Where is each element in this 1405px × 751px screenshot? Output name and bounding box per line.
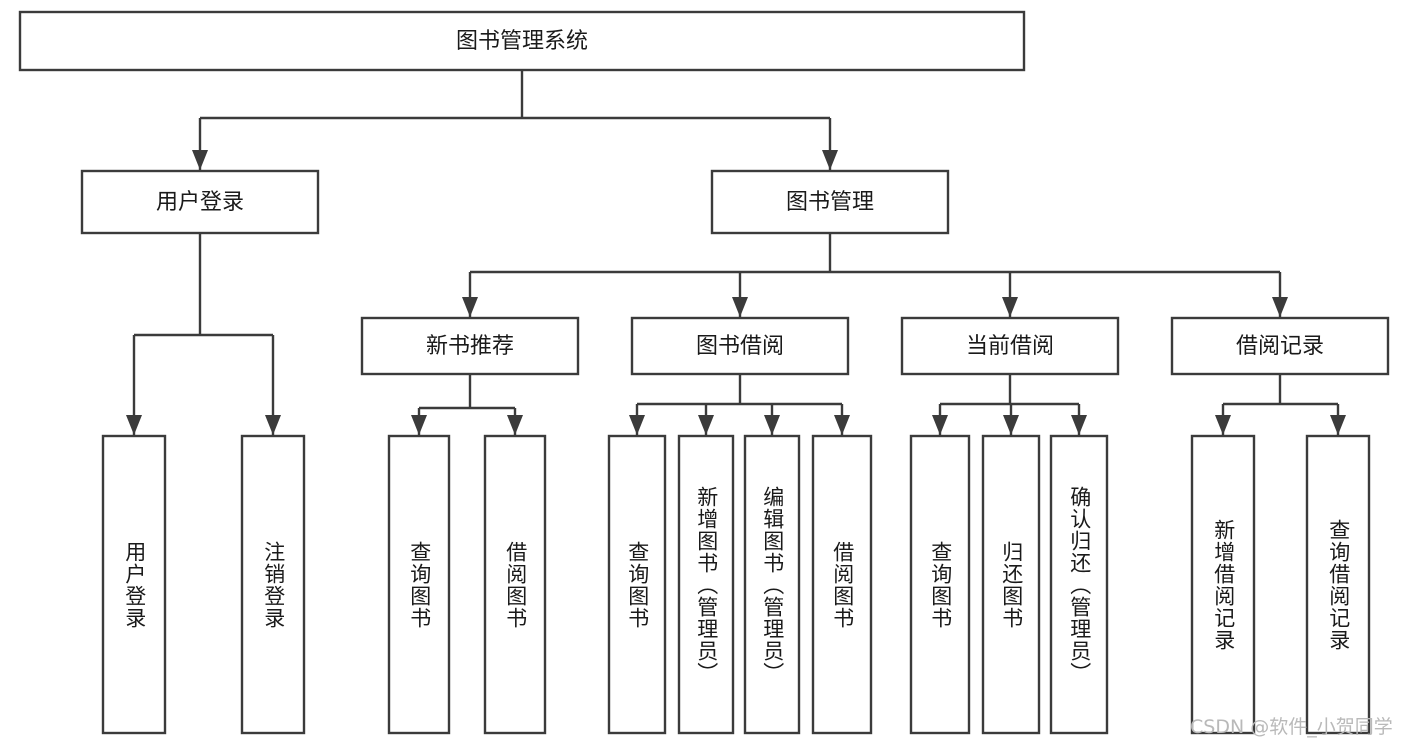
- arrow-head-icon: [698, 415, 714, 435]
- node-new-book-recommend-label: 新书推荐: [426, 334, 514, 359]
- node-leaf-add-book-admin-box[interactable]: [677, 434, 735, 735]
- arrow-head-icon: [932, 415, 948, 435]
- arrow-head-icon: [411, 415, 427, 435]
- node-user-login-label: 用户登录: [156, 190, 244, 215]
- arrow-head-icon: [834, 415, 850, 435]
- node-leaf-query-book-1-box[interactable]: [387, 434, 451, 735]
- arrow-head-icon: [507, 415, 523, 435]
- node-leaf-user-login-box[interactable]: [101, 434, 167, 735]
- node-leaf-edit-book-admin-box[interactable]: [743, 434, 801, 735]
- node-root-label: 图书管理系统: [456, 29, 588, 54]
- arrow-head-icon: [192, 150, 208, 170]
- arrow-head-icon: [1215, 415, 1231, 435]
- arrow-head-icon: [265, 415, 281, 435]
- node-book-manage-box[interactable]: [710, 169, 950, 235]
- node-leaf-logout-box[interactable]: [240, 434, 306, 735]
- node-leaf-borrow-book-1-box[interactable]: [483, 434, 547, 735]
- arrow-head-icon: [1002, 297, 1018, 317]
- arrow-head-icon: [629, 415, 645, 435]
- arrow-head-icon: [462, 297, 478, 317]
- arrow-head-icon: [732, 297, 748, 317]
- arrow-head-icon: [126, 415, 142, 435]
- arrow-head-icon: [1003, 415, 1019, 435]
- node-borrow-record-box[interactable]: [1170, 316, 1390, 376]
- node-book-manage-label: 图书管理: [786, 190, 874, 215]
- arrow-head-icon: [1272, 297, 1288, 317]
- node-book-borrow-box[interactable]: [630, 316, 850, 376]
- node-leaf-query-record-box[interactable]: [1305, 434, 1371, 735]
- arrow-head-icon: [822, 150, 838, 170]
- node-new-book-recommend-box[interactable]: [360, 316, 580, 376]
- node-leaf-confirm-return-box[interactable]: [1049, 434, 1109, 735]
- node-leaf-borrow-book-2-box[interactable]: [811, 434, 873, 735]
- node-current-borrow-label: 当前借阅: [966, 334, 1054, 359]
- arrow-head-icon: [1330, 415, 1346, 435]
- arrow-head-icon: [764, 415, 780, 435]
- arrow-head-icon: [1071, 415, 1087, 435]
- node-book-borrow-label: 图书借阅: [696, 334, 784, 359]
- csdn-watermark: CSDN @软件_小贺同学: [1190, 716, 1393, 738]
- node-current-borrow-box[interactable]: [900, 316, 1120, 376]
- node-leaf-add-record-box[interactable]: [1190, 434, 1256, 735]
- connector-layer: [126, 70, 1346, 435]
- node-leaf-query-book-3-box[interactable]: [909, 434, 971, 735]
- node-user-login-box[interactable]: [80, 169, 320, 235]
- node-leaf-return-book-box[interactable]: [981, 434, 1041, 735]
- node-root-box[interactable]: [18, 10, 1026, 72]
- node-leaf-query-book-2-box[interactable]: [607, 434, 667, 735]
- node-borrow-record-label: 借阅记录: [1236, 334, 1324, 359]
